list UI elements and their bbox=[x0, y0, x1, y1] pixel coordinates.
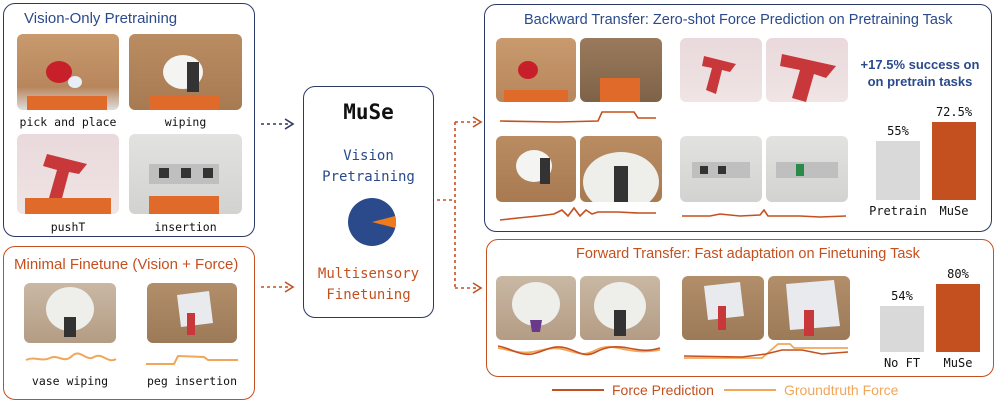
bar-value-label: 54% bbox=[891, 289, 913, 304]
insertion-image bbox=[129, 134, 242, 214]
peg-scene bbox=[177, 291, 213, 335]
backward-transfer-title: Backward Transfer: Zero-shot Force Predi… bbox=[524, 12, 953, 28]
vase-force-trace bbox=[25, 352, 117, 362]
bar-category-label: MuSe bbox=[943, 356, 973, 370]
legend-force-prediction-label: Force Prediction bbox=[612, 382, 714, 398]
vision-only-title: Vision-Only Pretraining bbox=[24, 10, 178, 27]
pusht-image bbox=[17, 134, 119, 214]
backward-pusht-frame-1 bbox=[680, 38, 762, 102]
arrow-vision-to-muse bbox=[261, 118, 295, 130]
wiping-image bbox=[129, 34, 242, 110]
legend-force-prediction-swatch bbox=[552, 389, 604, 391]
task-caption-vase-wiping: vase wiping bbox=[31, 374, 109, 388]
task-caption-wiping: wiping bbox=[164, 115, 207, 129]
backward-wiping-frame-2 bbox=[580, 136, 662, 202]
backward-success-highlight: +17.5% success on on pretrain tasks bbox=[860, 57, 980, 89]
pie-finetune-slice bbox=[372, 216, 396, 228]
muse-pie-chart bbox=[348, 198, 396, 246]
forward-peg-frame-1 bbox=[682, 276, 764, 340]
vase-scene bbox=[46, 287, 94, 337]
backward-pick-place-frame-1 bbox=[496, 38, 576, 102]
legend-groundtruth-force-swatch bbox=[724, 389, 776, 391]
bar-no-ft bbox=[880, 306, 924, 352]
vision-pretraining-label: Vision Pretraining bbox=[322, 148, 415, 185]
wiping-scene bbox=[149, 55, 219, 110]
bar-category-label: Pretrain bbox=[869, 204, 927, 218]
peg-insertion-image bbox=[147, 283, 237, 343]
forward-peg-force-traces bbox=[683, 343, 849, 359]
backward-pick-place-frame-2 bbox=[580, 38, 662, 102]
bar-muse bbox=[936, 284, 980, 352]
forward-peg-frame-2 bbox=[768, 276, 850, 340]
bar-muse bbox=[932, 121, 976, 200]
bar-category-label: No FT bbox=[883, 356, 921, 370]
vase-wiping-image bbox=[24, 283, 116, 343]
arrows-muse-to-results bbox=[437, 116, 483, 294]
backward-force-trace-2 bbox=[499, 206, 656, 221]
forward-vase-frame-2 bbox=[580, 276, 660, 340]
bar-value-label: 55% bbox=[887, 123, 909, 138]
backward-pusht-frame-2 bbox=[766, 38, 848, 102]
arrow-finetune-to-muse bbox=[261, 281, 295, 293]
task-caption-pick-and-place: pick and place bbox=[19, 115, 117, 129]
pick-and-place-image bbox=[17, 34, 119, 110]
bar-category-label: MuSe bbox=[939, 204, 969, 218]
task-caption-insertion: insertion bbox=[154, 220, 217, 234]
task-caption-pusht: pushT bbox=[50, 220, 86, 234]
backward-force-trace-1 bbox=[499, 111, 656, 123]
bar-pretrain bbox=[876, 140, 920, 200]
peg-force-trace bbox=[146, 354, 238, 365]
backward-force-trace-3 bbox=[682, 208, 847, 218]
forward-vase-force-traces bbox=[497, 345, 661, 356]
pusht-scene bbox=[25, 154, 111, 214]
backward-insertion-frame-1 bbox=[680, 136, 762, 202]
bar-value-label: 80% bbox=[947, 267, 969, 281]
backward-wiping-frame-1 bbox=[496, 136, 576, 202]
insertion-scene bbox=[149, 164, 219, 214]
legend-groundtruth-force-label: Groundtruth Force bbox=[784, 382, 899, 398]
forward-transfer-title: Forward Transfer: Fast adaptation on Fin… bbox=[576, 246, 920, 262]
muse-name: MuSe bbox=[343, 100, 394, 124]
task-caption-peg-insertion: peg insertion bbox=[147, 374, 238, 388]
bar-value-label: 72.5% bbox=[935, 104, 973, 119]
minimal-finetune-title: Minimal Finetune (Vision + Force) bbox=[14, 256, 239, 273]
forward-vase-frame-1 bbox=[496, 276, 576, 340]
multisensory-finetuning-label: Multisensory Finetuning bbox=[317, 266, 420, 303]
pick-and-place-scene bbox=[27, 61, 107, 110]
backward-insertion-frame-2 bbox=[766, 136, 848, 202]
